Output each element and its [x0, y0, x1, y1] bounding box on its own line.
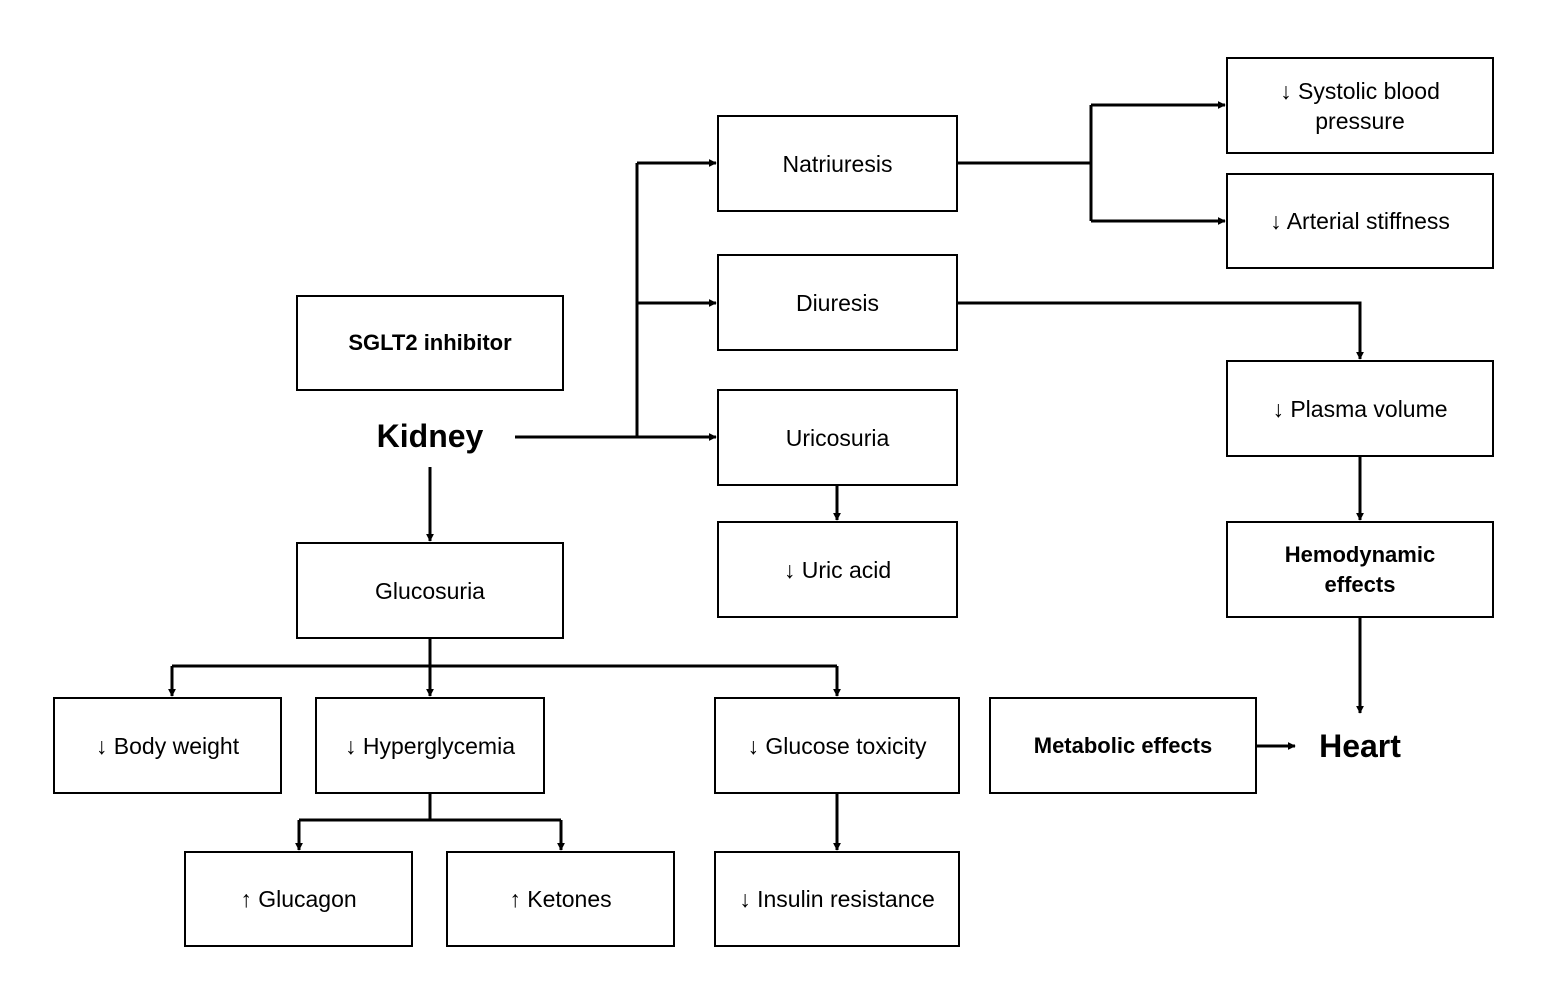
node-label: ↓ Arterial stiffness	[1270, 208, 1450, 234]
node-plasma-volume: ↓ Plasma volume	[1226, 360, 1494, 457]
node-label: ↓ Insulin resistance	[739, 886, 935, 912]
node-label: ↓ Uric acid	[783, 556, 892, 583]
node-diuresis: Diuresis	[717, 254, 958, 351]
node-label: Glucosuria	[375, 577, 485, 604]
node-body-weight: ↓ Body weight	[53, 697, 282, 794]
node-label: Natriuresis	[782, 150, 893, 177]
node-label: Heart	[1319, 727, 1401, 764]
node-label: Hemodynamic effects	[1284, 541, 1436, 597]
node-glucosuria: Glucosuria	[296, 542, 564, 639]
node-label: ↓ Glucose toxicity	[747, 732, 927, 759]
node-label: ↑ Ketones	[509, 886, 612, 912]
node-label: ↓ Hyperglycemia	[345, 732, 515, 759]
node-natriuresis: Natriuresis	[717, 115, 958, 212]
node-sglt2-inhibitor: SGLT2 inhibitor	[296, 295, 564, 391]
node-label: Kidney	[376, 417, 484, 454]
node-label: ↓ Systolic blood pressure	[1280, 77, 1440, 134]
node-label: ↓ Plasma volume	[1272, 395, 1448, 422]
node-kidney: Kidney	[330, 410, 530, 462]
node-uricosuria: Uricosuria	[717, 389, 958, 486]
node-metabolic-effects: Metabolic effects	[989, 697, 1257, 794]
node-label: SGLT2 inhibitor	[348, 330, 512, 355]
node-insulin-resistance: ↓ Insulin resistance	[714, 851, 960, 947]
node-uric-acid: ↓ Uric acid	[717, 521, 958, 618]
node-hyperglycemia: ↓ Hyperglycemia	[315, 697, 545, 794]
edge-diuresis-plasma	[957, 301, 1364, 360]
node-glucose-toxicity: ↓ Glucose toxicity	[714, 697, 960, 794]
node-label: Uricosuria	[785, 424, 890, 451]
node-label: ↓ Body weight	[95, 732, 240, 759]
node-heart: Heart	[1297, 720, 1423, 772]
node-label: Diuresis	[795, 289, 880, 316]
node-label: ↑ Glucagon	[240, 886, 357, 912]
node-hemodynamic-effects: Hemodynamic effects	[1226, 521, 1494, 618]
node-glucagon: ↑ Glucagon	[184, 851, 413, 947]
node-label: Metabolic effects	[1033, 732, 1213, 758]
node-ketones: ↑ Ketones	[446, 851, 675, 947]
node-arterial-stiffness: ↓ Arterial stiffness	[1226, 173, 1494, 269]
node-systolic-blood-pressure: ↓ Systolic blood pressure	[1226, 57, 1494, 154]
